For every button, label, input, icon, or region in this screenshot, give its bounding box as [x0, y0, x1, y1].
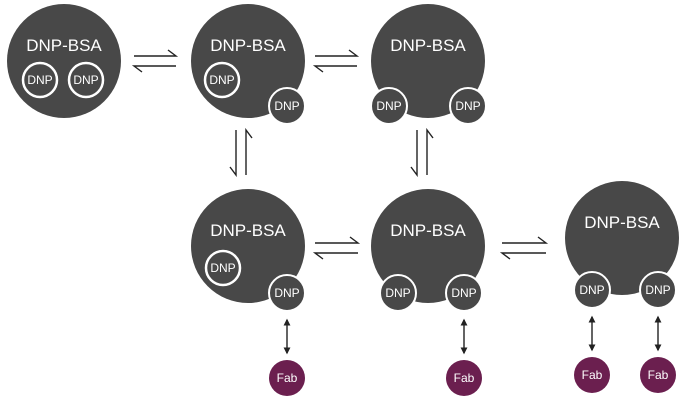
dnp-embedded	[67, 61, 105, 99]
fab-fragment	[446, 360, 482, 396]
dnp-bsa-particle	[371, 4, 485, 118]
dnp-bsa-label: DNP-BSA	[210, 36, 286, 55]
dnp-embedded	[203, 61, 241, 99]
dnp-label: DNP	[376, 99, 401, 113]
dnp-bsa-particle	[565, 181, 679, 295]
state-a: DNP-BSA DNP DNP	[7, 4, 121, 118]
fab-fragment	[640, 357, 676, 393]
dnp-bsa-label: DNP-BSA	[210, 221, 286, 240]
dnp-label: DNP	[209, 73, 234, 87]
dnp-exposed	[573, 271, 611, 309]
fab-label: Fab	[277, 371, 298, 385]
dnp-bsa-label: DNP-BSA	[584, 213, 660, 232]
dnp-bsa-particle	[7, 4, 121, 118]
dnp-exposed	[370, 87, 408, 125]
dnp-label: DNP	[73, 73, 98, 87]
equilibrium-arrow-c-e	[410, 127, 434, 178]
dnp-bsa-label: DNP-BSA	[390, 36, 466, 55]
equilibrium-arrow-b-c	[312, 49, 360, 73]
state-b: DNP-BSA DNP DNP	[191, 4, 306, 125]
fab-fragment	[269, 360, 305, 396]
dnp-label: DNP	[210, 261, 235, 275]
dnp-exposed	[449, 87, 487, 125]
fab-label: Fab	[648, 368, 669, 382]
dnp-label: DNP	[645, 283, 670, 297]
fab-fragment	[574, 357, 610, 393]
equilibrium-arrow-e-f	[499, 236, 549, 260]
fab-label: Fab	[582, 368, 603, 382]
dnp-label: DNP	[451, 286, 476, 300]
dnp-exposed	[639, 271, 677, 309]
dnp-embedded	[204, 249, 242, 287]
dnp-embedded	[21, 61, 59, 99]
state-c: DNP-BSA DNP DNP	[370, 4, 487, 125]
dnp-exposed	[268, 87, 306, 125]
fab-label: Fab	[454, 371, 475, 385]
dnp-label: DNP	[274, 286, 299, 300]
state-f: DNP-BSA DNP DNP Fab Fab	[565, 181, 679, 393]
equilibrium-arrow-a-b	[131, 49, 179, 73]
dnp-exposed	[268, 274, 306, 312]
equilibrium-arrow-b-d	[229, 127, 253, 178]
dnp-bsa-label: DNP-BSA	[390, 221, 466, 240]
equilibrium-arrow-d-e	[312, 236, 361, 260]
dnp-label: DNP	[455, 99, 480, 113]
dnp-exposed	[379, 274, 417, 312]
state-e: DNP-BSA DNP DNP Fab	[371, 189, 485, 396]
dnp-label: DNP	[274, 99, 299, 113]
dnp-label: DNP	[27, 73, 52, 87]
state-d: DNP-BSA DNP DNP Fab	[191, 189, 306, 396]
dnp-bsa-label: DNP-BSA	[26, 36, 102, 55]
dnp-label: DNP	[579, 283, 604, 297]
dnp-label: DNP	[385, 286, 410, 300]
dnp-exposed	[445, 274, 483, 312]
